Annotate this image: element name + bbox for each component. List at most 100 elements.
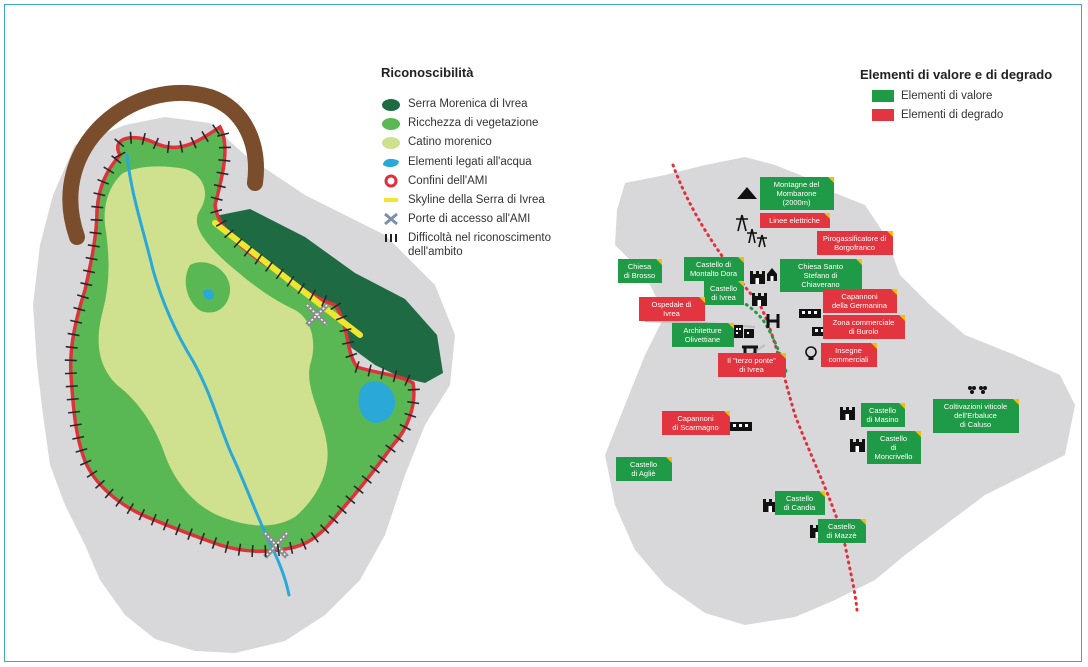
hatch-mark <box>67 332 80 337</box>
water-swatch-icon <box>381 155 401 169</box>
access-gate-icon <box>305 303 329 327</box>
hatch-mark <box>138 508 146 521</box>
hatch-mark <box>275 268 284 280</box>
hatch-mark <box>218 159 231 162</box>
hatch-mark <box>353 485 364 495</box>
castle-icon <box>840 407 855 420</box>
vegetation-pocket <box>185 262 231 313</box>
hatch-marks-icon <box>381 231 401 245</box>
hatch-mark <box>342 340 355 345</box>
hatch-mark <box>224 540 230 553</box>
hatch-mark <box>86 470 98 479</box>
hatch-mark <box>237 543 242 556</box>
hatch-mark <box>65 345 78 349</box>
hatch-mark <box>265 261 274 272</box>
hatch-mark <box>308 289 317 301</box>
hatch-mark <box>404 412 417 418</box>
recognition-difficulty-hatches <box>64 124 420 558</box>
hatch-mark <box>369 464 380 474</box>
castle-icon <box>750 271 765 284</box>
hatch-mark <box>73 306 86 312</box>
left-legend-label: Confini dell'AMI <box>408 174 488 187</box>
hatch-mark <box>65 385 78 388</box>
hatch-mark <box>321 295 328 307</box>
hatch-mark <box>152 137 160 150</box>
lake <box>358 381 396 423</box>
hatch-mark <box>223 229 235 239</box>
hatch-mark <box>79 459 92 466</box>
hatch-mark <box>399 423 411 431</box>
hatch-mark <box>215 219 227 228</box>
boundary-ring-icon <box>381 174 401 188</box>
left-legend-label: Skyline della Serra di Ivrea <box>408 194 545 206</box>
hatch-mark <box>162 518 169 531</box>
hatch-mark <box>393 434 404 443</box>
degrado-swatch-icon <box>872 109 894 121</box>
warehouse-icon <box>799 309 821 318</box>
hatch-mark <box>199 532 206 545</box>
value-label: Coltivazioni viticole dell'Erbaluce di C… <box>933 399 1019 433</box>
hatch-mark <box>233 238 243 248</box>
warehouse-icon <box>730 422 752 431</box>
hatch-mark <box>90 218 103 222</box>
hatch-mark <box>210 208 223 214</box>
hatch-mark <box>150 513 157 526</box>
hatch-mark <box>104 488 114 499</box>
hatch-mark <box>385 444 396 453</box>
hatch-mark <box>93 192 106 197</box>
value-label: Castello di Masino <box>861 403 905 427</box>
hatch-mark <box>328 514 339 524</box>
degradation-label: Il "terzo ponte" di Ivrea <box>718 353 786 377</box>
hatch-mark <box>212 124 221 136</box>
left-legend-label: Serra Morenica di Ivrea <box>408 98 528 110</box>
hatch-mark <box>68 410 81 414</box>
value-label: Castello di Montalto Dora <box>684 257 744 281</box>
right-legend-label: Elementi di degrado <box>901 109 1004 121</box>
right-map-ground <box>605 157 1075 625</box>
hatch-mark <box>72 435 85 440</box>
hatch-mark <box>276 544 280 557</box>
hatch-mark <box>97 178 109 185</box>
brown-arc <box>62 84 264 245</box>
hatch-mark <box>361 475 372 484</box>
hatch-mark <box>126 503 135 515</box>
hatch-mark <box>94 479 106 489</box>
value-label: Castello di Agliè <box>616 457 672 481</box>
hatch-mark <box>69 423 82 427</box>
serra-swatch-icon <box>381 97 401 111</box>
hatch-mark <box>115 496 124 507</box>
access-gate-icon <box>381 212 401 226</box>
hatch-mark <box>254 253 263 265</box>
hatch-mark <box>114 138 125 148</box>
hatch-mark <box>82 269 96 274</box>
hatch-mark <box>91 205 104 209</box>
skyline-line-icon <box>381 193 401 207</box>
hatch-mark <box>129 131 133 144</box>
hatch-mark <box>330 302 342 311</box>
value-label: Chiesa Santo Stefano di Chiaverano <box>780 259 862 292</box>
hatch-mark <box>310 532 319 543</box>
left-legend-label: Porte di accesso all'AMI <box>408 213 531 226</box>
value-label: Castello di Moncrivello <box>867 431 921 464</box>
hatch-mark <box>75 447 88 453</box>
degradation-label: Pirogassificatore di Borgofranco <box>817 231 893 255</box>
map-icons <box>620 187 987 538</box>
grapes-icon <box>968 386 987 394</box>
hatch-mark <box>392 370 398 383</box>
degradation-label: Insegne commerciali <box>821 343 877 367</box>
value-label: Chiesa di Brosso <box>618 259 662 283</box>
value-label: Castello di Mazzè <box>818 519 866 543</box>
hatch-mark <box>76 294 89 300</box>
small-lake <box>203 289 215 300</box>
hatch-mark <box>166 141 170 154</box>
value-label: Montagne del Mombarone (2000m) <box>760 177 834 210</box>
hatch-mark <box>85 256 98 261</box>
hatch-mark <box>407 400 420 405</box>
hospital-icon <box>766 314 780 328</box>
castle-icon <box>752 293 767 306</box>
hatch-mark <box>211 537 218 549</box>
hatch-mark <box>345 495 356 505</box>
hatch-mark <box>210 196 223 201</box>
hatch-mark <box>174 523 181 536</box>
